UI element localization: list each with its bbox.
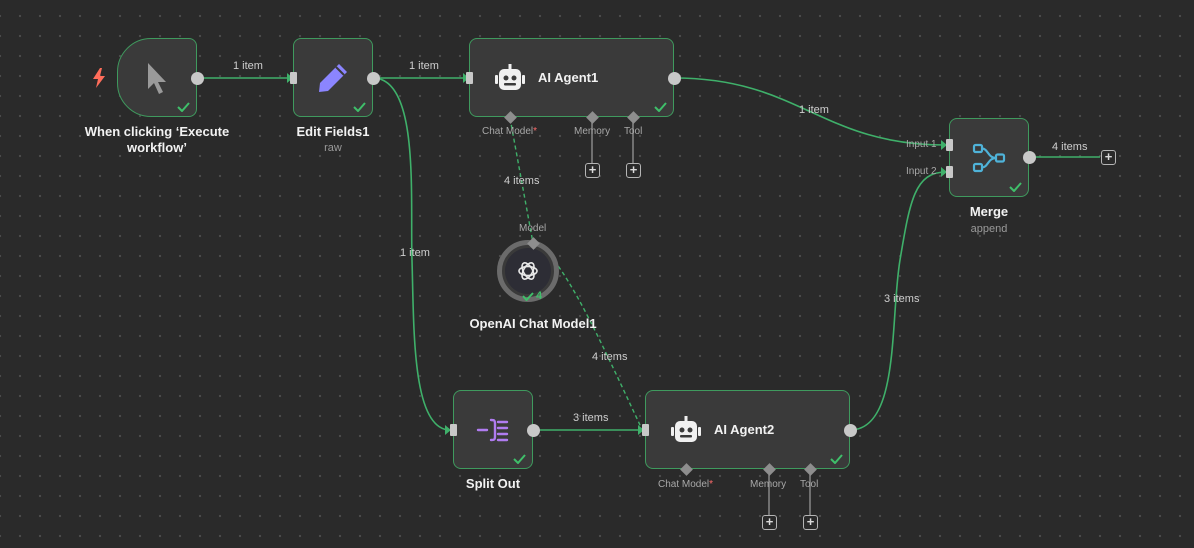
edge-openai-agent1 <box>509 117 534 244</box>
agent1-add-memory-button[interactable]: + <box>585 163 600 178</box>
edit-fields-title: Edit Fields1 <box>296 124 370 139</box>
arrow-split <box>445 425 451 435</box>
trigger-output-handle[interactable] <box>191 72 204 85</box>
agent2-add-memory-button[interactable]: + <box>762 515 777 530</box>
merge-input1-label: Input 1 <box>906 139 937 150</box>
edge-label-agent1-merge: 1 item <box>799 104 829 116</box>
merge-input2-label: Input 2 <box>906 166 937 177</box>
agent2-add-tool-button[interactable]: + <box>803 515 818 530</box>
edit-fields-input-handle[interactable] <box>290 72 297 84</box>
openai-model-port-label: Model <box>519 223 547 234</box>
node-manual-trigger[interactable] <box>117 38 197 117</box>
edge-label-merge-out: 4 items <box>1052 141 1088 153</box>
robot-icon <box>495 63 525 90</box>
edge-label-agent2-merge: 3 items <box>884 293 920 305</box>
agent1-add-tool-button[interactable]: + <box>626 163 641 178</box>
robot-icon <box>671 415 701 442</box>
edge-edit-split <box>372 77 451 431</box>
agent1-tool-label: Tool <box>624 126 643 137</box>
openai-icon <box>518 262 538 280</box>
merge-output-handle[interactable] <box>1023 151 1036 164</box>
split-out-icon <box>476 418 509 441</box>
edge-agent2-merge <box>849 171 947 431</box>
split-out-title: Split Out <box>465 476 521 491</box>
agent1-memory-label: Memory <box>574 126 611 137</box>
merge-add-node-button[interactable]: + <box>1101 150 1116 165</box>
node-split-out[interactable] <box>453 390 533 469</box>
success-check-icon <box>830 454 843 464</box>
agent1-output-handle[interactable] <box>668 72 681 85</box>
edge-label-split-agent2: 3 items <box>573 412 609 424</box>
edge-agent1-merge <box>673 77 947 146</box>
merge-title: Merge <box>969 204 1009 219</box>
agent2-input-handle[interactable] <box>642 424 649 436</box>
edge-label-openai-agent2: 4 items <box>592 351 628 363</box>
success-check-icon <box>353 102 366 112</box>
trigger-bolt-icon <box>92 68 106 93</box>
agent2-title: AI Agent2 <box>714 422 775 437</box>
pencil-icon <box>319 63 347 92</box>
edge-label-edit-agent1: 1 item <box>409 60 439 72</box>
node-ai-agent2[interactable]: AI Agent2 <box>645 390 850 469</box>
success-check-icon <box>513 454 526 464</box>
edge-label-openai-agent1: 4 items <box>504 175 540 187</box>
agent2-chat-model-label: Chat Model* <box>658 479 714 490</box>
merge-input2-handle[interactable] <box>946 166 953 178</box>
agent2-memory-label: Memory <box>750 479 787 490</box>
node-ai-agent1[interactable]: AI Agent1 <box>469 38 674 117</box>
edit-fields-output-handle[interactable] <box>367 72 380 85</box>
merge-input1-handle[interactable] <box>946 139 953 151</box>
agent1-chat-model-label: Chat Model* <box>482 126 538 137</box>
node-merge[interactable] <box>949 118 1029 197</box>
split-out-input-handle[interactable] <box>450 424 457 436</box>
success-check-icon <box>522 292 534 301</box>
agent1-input-handle[interactable] <box>466 72 473 84</box>
arrow-agent2 <box>638 425 644 435</box>
split-out-output-handle[interactable] <box>527 424 540 437</box>
node-edit-fields[interactable] <box>293 38 373 117</box>
arrow-merge1 <box>941 140 947 150</box>
success-check-icon <box>177 102 190 112</box>
agent2-tool-label: Tool <box>800 479 819 490</box>
edge-label-trigger-edit: 1 item <box>233 60 263 72</box>
openai-title: OpenAI Chat Model1 <box>469 316 597 331</box>
edit-fields-subtitle: raw <box>324 142 342 154</box>
success-check-icon <box>1009 182 1022 192</box>
agent2-output-handle[interactable] <box>844 424 857 437</box>
trigger-title: When clicking ‘Execute workflow’ <box>84 124 230 155</box>
edge-label-edit-split: 1 item <box>400 247 430 259</box>
arrow-merge2 <box>941 167 947 177</box>
merge-subtitle: append <box>970 223 1008 235</box>
openai-run-count: 4 <box>536 290 543 302</box>
merge-icon <box>972 143 1006 172</box>
success-check-icon <box>654 102 667 112</box>
cursor-icon <box>148 62 166 94</box>
agent1-title: AI Agent1 <box>538 70 599 85</box>
